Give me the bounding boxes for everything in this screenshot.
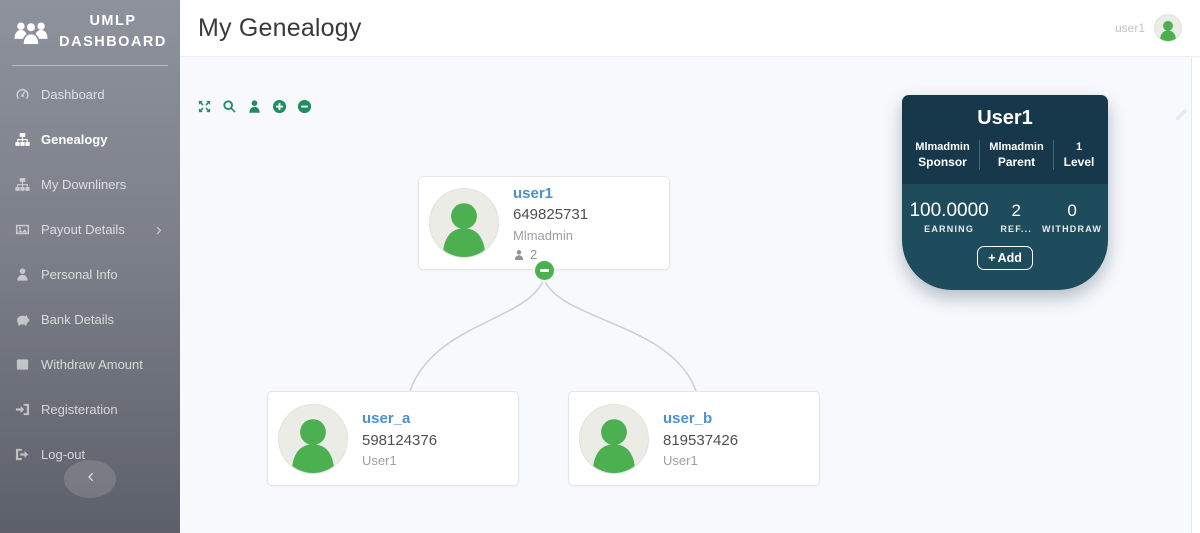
sidebar-item-label: Dashboard [41,87,105,103]
withdraw-value: 0 [1067,201,1077,220]
node-username-link[interactable]: user_b [663,410,713,428]
downline-count-icon [514,250,524,260]
piggy-bank-icon [14,312,31,328]
chevron-right-icon [154,224,166,236]
header-username: user1 [1114,21,1145,35]
sponsor-value: Mlmadmin [915,141,970,153]
sidebar-item-label: Bank Details [41,312,114,328]
sidebar-item-my-downliners[interactable]: My Downliners [0,162,180,207]
sidebar-logo: UMLP DASHBOARD [0,0,180,62]
fit-screen-icon[interactable] [197,99,212,114]
profile-detail-card: User1 Mlmadmin Sponsor Mlmadmin Parent 1… [902,95,1108,290]
referrals-value: 2 [1011,201,1021,220]
zoom-out-icon[interactable] [297,99,312,114]
sidebar-item-label: My Downliners [41,177,127,193]
sidebar: UMLP DASHBOARD Dashboard Genealogy My Do… [0,0,180,533]
chevron-left-icon [84,470,96,488]
node-collapse-button[interactable] [535,261,554,280]
earning-label: EARNING [924,224,975,234]
person-icon [14,267,31,283]
node-avatar [429,188,499,258]
dashboard-gauge-icon [14,87,31,103]
node-sponsor: Mlmadmin [513,227,573,243]
user-avatar [1154,14,1182,42]
node-member-id: 819537426 [663,431,739,449]
sidebar-item-label: Log-out [41,447,86,463]
parent-value: Mlmadmin [989,141,1044,153]
genealogy-panel: user1 649825731 Mlmadmin 2 user_a 598124… [180,57,1192,533]
tree-node-root[interactable]: user1 649825731 Mlmadmin 2 [418,176,670,270]
node-sponsor: User1 [663,452,698,468]
sidebar-item-genealogy[interactable]: Genealogy [0,117,180,162]
sign-in-icon [14,402,31,418]
profile-info-row: Mlmadmin Sponsor Mlmadmin Parent 1 Level [902,140,1108,184]
sidebar-divider [12,65,168,67]
profile-stats: 100.0000 EARNING 2 REF... 0 WITHDRAW +Ad… [902,184,1108,290]
node-avatar [278,403,348,474]
sidebar-item-label: Registeration [41,402,118,418]
zoom-in-icon[interactable] [272,99,287,114]
sidebar-item-bank-details[interactable]: Bank Details [0,297,180,342]
earning-value: 100.0000 [909,200,989,221]
tree-node-user-b[interactable]: user_b 819537426 User1 [568,391,820,486]
header: My Genealogy user1 [180,0,1200,57]
header-user-menu[interactable]: user1 [1115,14,1182,42]
tree-node-user-a[interactable]: user_a 598124376 User1 [267,391,519,486]
sidebar-item-personal-info[interactable]: Personal Info [0,252,180,297]
sidebar-item-label: Personal Info [41,267,118,283]
node-avatar [579,403,649,474]
network-icon [14,177,31,193]
add-button[interactable]: +Add [977,246,1033,270]
sidebar-item-withdraw-amount[interactable]: Withdraw Amount [0,342,180,387]
parent-label: Parent [997,155,1036,169]
sidebar-item-label: Withdraw Amount [41,357,143,373]
sidebar-item-registeration[interactable]: Registeration [0,387,180,432]
level-label: Level [1063,155,1095,169]
node-username-link[interactable]: user1 [513,185,554,203]
withdraw-label: WITHDRAW [1042,224,1103,234]
sidebar-collapse-button[interactable] [64,460,116,498]
search-icon[interactable] [222,99,237,114]
edit-pencil-icon[interactable] [1174,108,1188,122]
referrals-label: REF... [1000,224,1033,234]
sign-out-icon [14,447,31,463]
page-title: My Genealogy [198,13,362,42]
payout-image-icon [14,222,31,238]
node-member-id: 598124376 [362,431,438,449]
sidebar-title: UMLP DASHBOARD [59,13,167,51]
sidebar-item-dashboard[interactable]: Dashboard [0,72,180,117]
level-value: 1 [1075,141,1083,153]
profile-name: User1 [977,107,1033,129]
downline-count: 2 [530,247,538,263]
add-button-label: Add [997,250,1022,265]
group-people-icon [14,18,48,46]
node-member-id: 649825731 [513,206,589,224]
sitemap-icon [14,132,31,148]
person-icon[interactable] [247,99,262,114]
chart-toolbar [197,99,312,114]
sidebar-item-label: Genealogy [41,132,108,148]
node-username-link[interactable]: user_a [362,410,411,428]
sponsor-label: Sponsor [918,155,967,169]
node-sponsor: User1 [362,452,397,468]
sidebar-item-label: Payout Details [41,222,125,238]
plus-icon: + [988,250,996,265]
sidebar-item-log-out[interactable]: Log-out [0,432,180,477]
withdraw-square-icon [14,357,31,373]
sidebar-item-payout-details[interactable]: Payout Details [0,207,180,252]
